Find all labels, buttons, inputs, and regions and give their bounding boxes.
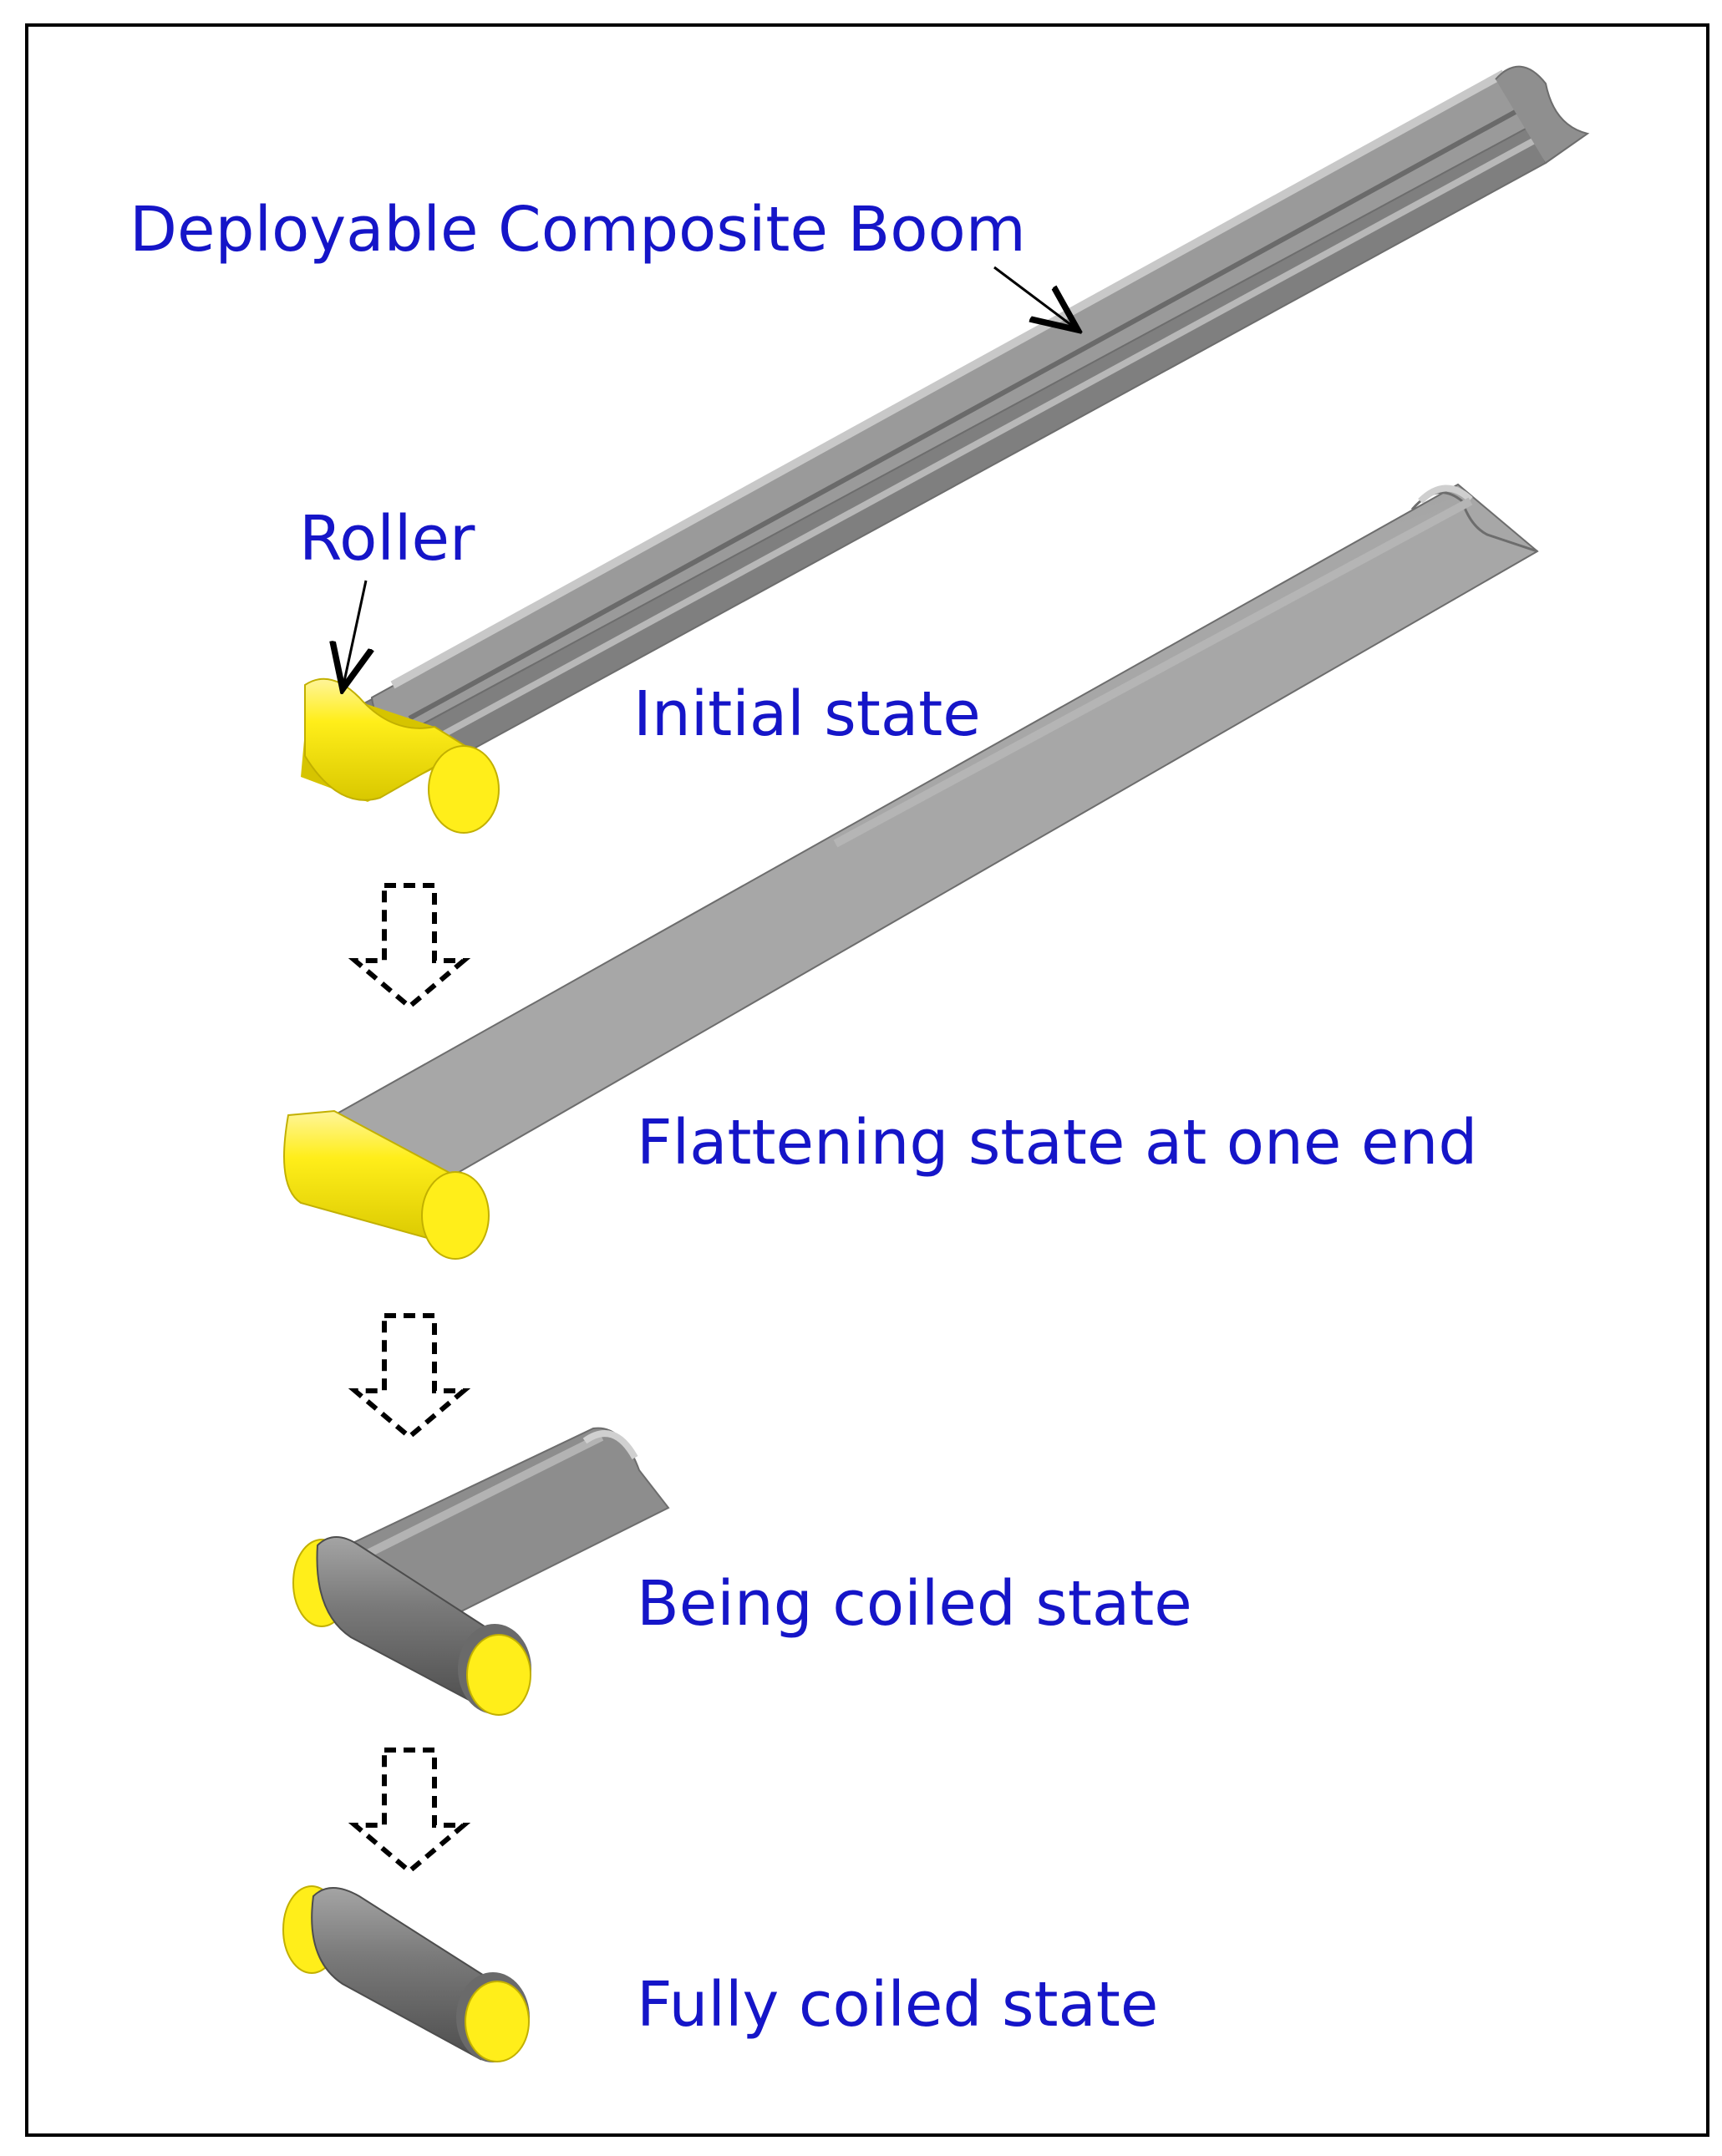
roller-pointer-arrow: [343, 580, 366, 689]
being-coiled-roller-end-cap: [466, 1634, 531, 1716]
fully-coiled-state-label: Fully coiled state: [637, 1969, 1158, 2041]
initial-state-boom: [357, 65, 1590, 753]
down-arrow-3: [348, 1748, 471, 1874]
being-coiled-state-label: Being coiled state: [637, 1568, 1192, 1640]
flattening-state-roller: [283, 1109, 490, 1260]
boom-label: Deployable Composite Boom: [130, 194, 1026, 266]
roller-label: Roller: [299, 503, 475, 575]
boom-pointer-arrow: [993, 266, 1078, 330]
initial-state-label: Initial state: [633, 678, 981, 750]
fully-coiled-end-cap: [465, 1981, 530, 2062]
down-arrow-2: [348, 1313, 471, 1440]
initial-state-roller: [301, 677, 500, 834]
figure-frame: [25, 23, 1709, 2137]
flattening-state-label: Flattening state at one end: [637, 1107, 1477, 1179]
being-coiled-roller: [292, 1536, 531, 1716]
fully-coiled-roller: [282, 1885, 530, 2062]
initial-roller-end-cap: [428, 745, 500, 834]
flattening-roller-end-cap: [421, 1171, 490, 1260]
down-arrow-1: [348, 883, 471, 1010]
